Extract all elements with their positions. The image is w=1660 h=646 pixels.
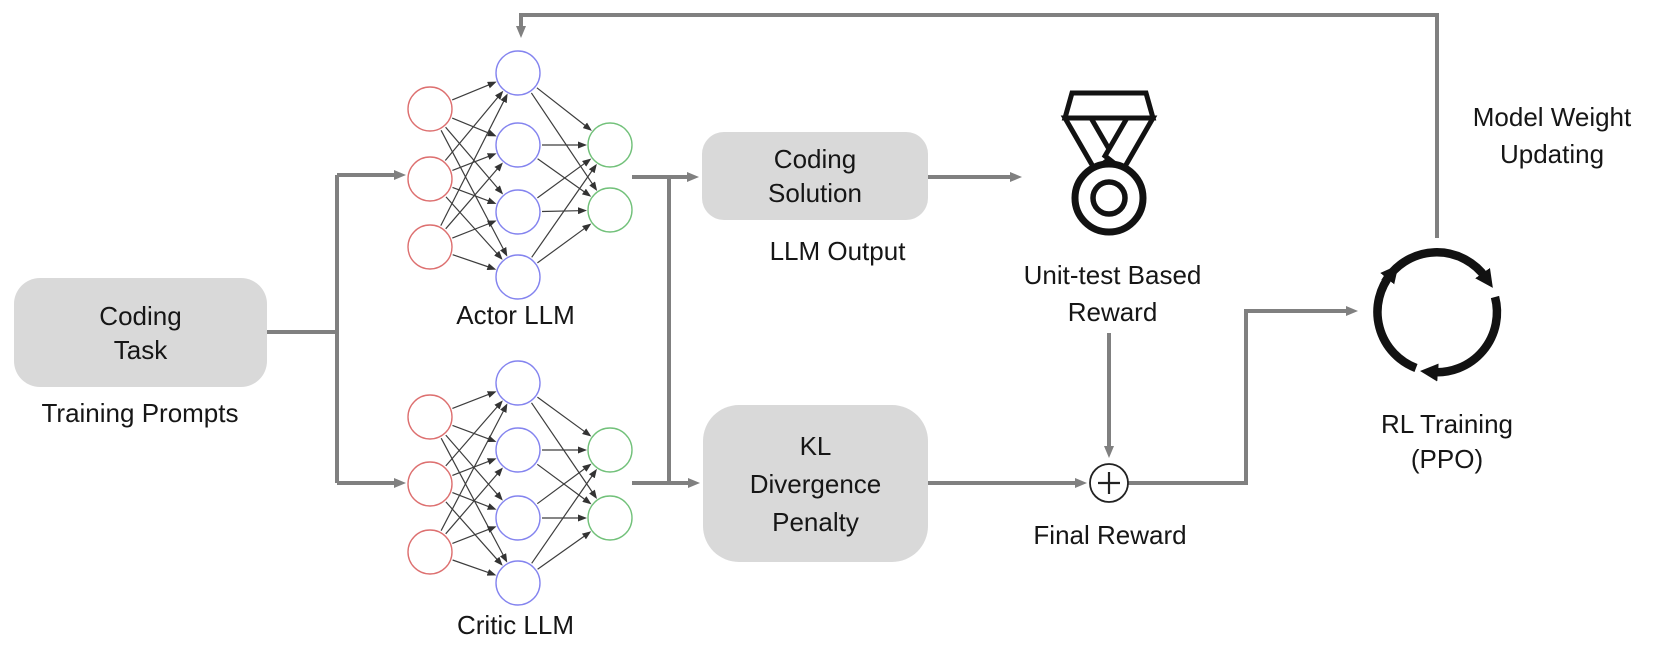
nn-edge: [452, 559, 497, 576]
nn-node-hidden: [495, 122, 541, 168]
coding-task-line2: Task: [113, 334, 168, 365]
nn-edge: [445, 196, 503, 260]
nn-node-hidden: [495, 360, 541, 406]
nn-node-hidden: [495, 50, 541, 96]
medal-icon: [1060, 90, 1158, 236]
nn-edge: [531, 402, 598, 500]
model-weight-line1: Model Weight: [1472, 102, 1632, 132]
nn-edge: [536, 463, 592, 505]
cycle-arc-right: [1420, 295, 1502, 382]
medal-ribbon-band: [1061, 90, 1157, 121]
nn-node-hidden: [495, 189, 541, 235]
coding-solution-box: Coding Solution: [702, 132, 928, 220]
nn-edge: [452, 391, 497, 409]
unit-test-reward-label: Unit-test Based Reward: [960, 257, 1265, 331]
actor-llm-network: [407, 50, 633, 300]
nn-edge: [531, 163, 597, 258]
nn-edge: [531, 468, 597, 564]
nn-node-output: [587, 427, 633, 473]
nn-edge: [445, 434, 503, 501]
nn-node-output: [587, 187, 633, 233]
nn-edge: [452, 492, 497, 510]
unit-test-reward-line1: Unit-test Based: [1023, 260, 1202, 290]
coding-solution-line2: Solution: [768, 178, 862, 208]
kl-penalty-line3: Penalty: [772, 506, 859, 537]
rl-training-label: RL Training (PPO): [1327, 407, 1567, 477]
arrow-final-reward-to-rl: [1128, 306, 1358, 485]
coding-task-line1: Coding: [99, 300, 182, 331]
final-reward-label: Final Reward: [1033, 520, 1187, 550]
nn-edge: [537, 223, 592, 264]
nn-edge: [440, 437, 508, 563]
medal-disc-center: [1090, 179, 1128, 217]
cycle-arrows-icon: [1373, 248, 1502, 382]
nn-edge: [440, 130, 508, 257]
kl-divergence-penalty-box: KL Divergence Penalty: [703, 405, 928, 562]
nn-edge: [536, 463, 592, 505]
coding-task-box: Coding Task: [14, 278, 267, 387]
nn-edge: [537, 158, 592, 199]
nn-edge: [452, 220, 497, 239]
nn-node-input: [407, 156, 453, 202]
kl-penalty-line2: Divergence: [749, 468, 882, 499]
nn-edge: [541, 207, 587, 215]
rl-training-line2: (PPO): [1410, 444, 1484, 474]
unit-test-reward-line2: Reward: [1067, 297, 1158, 327]
nn-node-output: [587, 122, 633, 168]
llm-output-label: LLM Output: [769, 236, 906, 266]
nn-edge: [537, 531, 592, 570]
nn-edge: [452, 526, 497, 544]
model-weight-line2: Updating: [1499, 139, 1605, 169]
nn-edge: [537, 158, 592, 197]
kl-penalty-line1: KL: [799, 430, 832, 461]
nn-edge: [445, 162, 503, 230]
nn-edge: [536, 87, 592, 131]
nn-edge: [445, 467, 503, 535]
cycle-arc-left: [1373, 264, 1418, 372]
nn-edge: [445, 126, 504, 195]
training-prompts-label: Training Prompts: [41, 398, 239, 428]
nn-edge: [445, 501, 503, 566]
nn-edge: [452, 458, 497, 476]
nn-node-input: [407, 529, 453, 575]
nn-edge: [440, 93, 508, 226]
nn-edge: [452, 254, 497, 270]
critic-llm-label: Critic LLM: [456, 610, 574, 640]
nn-edge: [445, 400, 503, 467]
critic-llm-network: [407, 360, 633, 606]
rl-training-line1: RL Training: [1381, 409, 1513, 439]
nn-edge: [451, 117, 497, 137]
nn-node-hidden: [495, 427, 541, 473]
nn-node-output: [587, 495, 633, 541]
nn-node-input: [407, 461, 453, 507]
branch-trunk-line: [267, 175, 339, 483]
nn-edge: [451, 81, 497, 101]
actor-llm-label: Actor LLM: [456, 300, 575, 330]
nn-edge: [452, 153, 497, 171]
medal-ribbon-right-strap: [1101, 115, 1158, 174]
nn-edge: [440, 403, 508, 531]
nn-edge: [452, 424, 497, 443]
nn-node-hidden: [495, 495, 541, 541]
model-weight-feedback-arrow: [516, 13, 1439, 238]
plus-combine-icon: [1089, 463, 1129, 503]
nn-node-hidden: [495, 560, 541, 606]
nn-edge: [530, 92, 598, 191]
nn-node-input: [407, 86, 453, 132]
cycle-arc-top: [1381, 248, 1493, 288]
nn-node-input: [407, 394, 453, 440]
nn-edge: [444, 90, 504, 161]
nn-edge: [537, 396, 592, 437]
model-weight-updating-label: Model Weight Updating: [1446, 99, 1658, 173]
plus-sign: [1098, 472, 1120, 494]
coding-solution-line1: Coding: [773, 144, 857, 174]
nn-node-hidden: [495, 254, 541, 300]
nn-node-input: [407, 224, 453, 270]
